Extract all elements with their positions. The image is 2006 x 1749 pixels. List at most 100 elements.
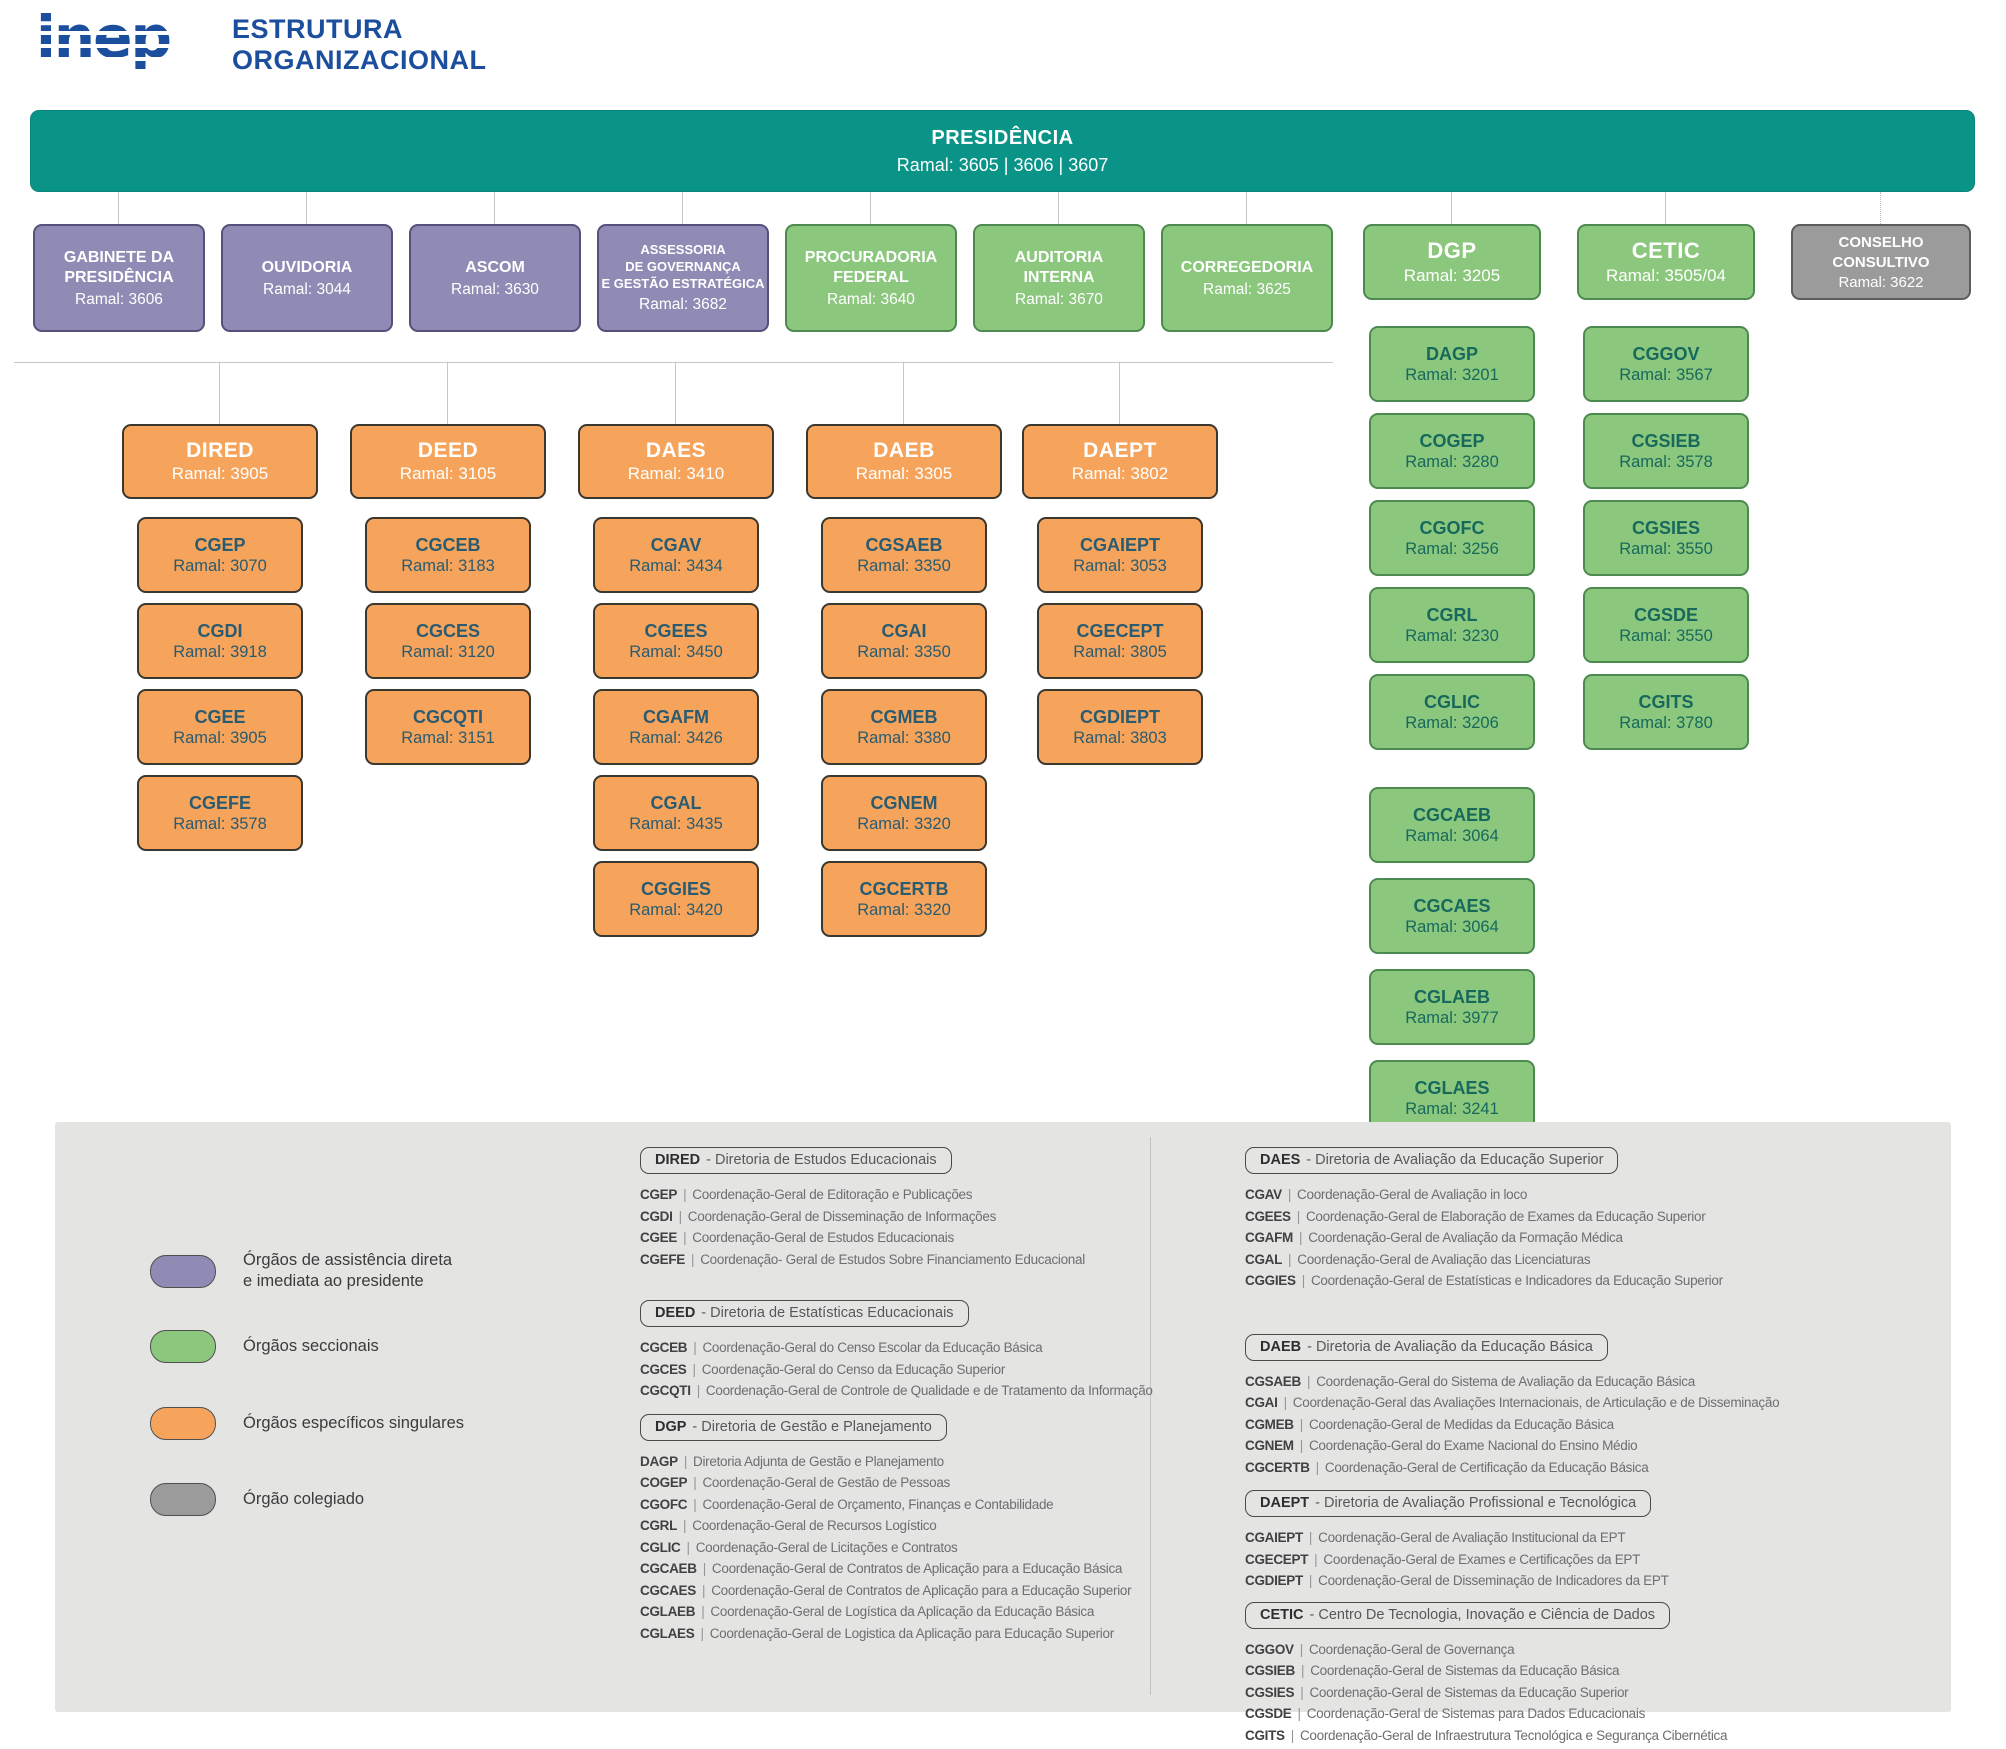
glossary-item: CGSIEB|Coordenação-Geral de Sistemas da … [1245,1660,1925,1682]
org-node-sigla: CGAI [881,620,927,641]
org-node-ouvidoria: OUVIDORIA Ramal: 3044 [221,224,393,332]
org-node-sigla: CGGOV [1632,343,1700,364]
org-node-corregedoria: CORREGEDORIA Ramal: 3625 [1161,224,1333,332]
glossary-item: CGSDE|Coordenação-Geral de Sistemas para… [1245,1703,1925,1725]
org-node-ramal: Ramal: 3640 [827,290,915,308]
org-node-ramal: Ramal: 3426 [629,728,723,747]
org-node-sigla: CGDIEPT [1079,706,1160,727]
glossary-item: CGEES|Coordenação-Geral de Elaboração de… [1245,1206,1925,1228]
connector-rail [14,362,1333,363]
glossary-item-separator: | [693,1496,697,1512]
org-node-ramal: Ramal: 3105 [399,464,497,483]
connector-line [1058,192,1059,224]
logo-stripe [36,44,176,48]
org-node-ramal: Ramal: 3070 [173,556,267,575]
glossary-header-title: - Diretoria de Avaliação Profissional e … [1315,1495,1637,1511]
glossary-item-separator: | [1300,1663,1305,1678]
org-node-ramal: Ramal: 3905 [171,464,269,483]
glossary-item-sigla: CGAV [1245,1187,1282,1202]
org-node: CGGIES Ramal: 3420 [593,861,759,937]
glossary-item-sigla: CGCES [640,1361,687,1377]
connector-line [1665,192,1666,224]
glossary-item-separator: | [683,1230,687,1245]
glossary-item: CGLIC|Coordenação-Geral de Licitações e … [640,1537,1148,1559]
connector-line [1246,192,1247,224]
org-node: CGAL Ramal: 3435 [593,775,759,851]
legend-swatch-purple [150,1254,216,1288]
page-title-line2: ORGANIZACIONAL [232,45,487,75]
glossary-item-sigla: CGAIEPT [1245,1530,1303,1545]
connector-line [675,362,676,424]
glossary-item: CGOFC | Coordenação-Geral de Orçamento, Fi… [640,1494,1148,1516]
glossary-item: CGGOV|Coordenação-Geral de Governança [1245,1639,1925,1661]
glossary-header-title: - Diretoria de Avaliação da Educação Sup… [1306,1152,1604,1168]
glossary-item-sigla: CGAI [1245,1395,1278,1410]
org-node-sigla: CGAL [650,792,702,813]
org-node-ramal: Ramal: 3670 [1015,290,1103,308]
glossary-item-sigla: CGSDE [1245,1706,1292,1721]
org-node-sigla: CGOFC [1419,517,1485,538]
glossary-section-deed: DEED- Diretoria de Estatísticas Educacio… [640,1300,1153,1402]
org-node-ramal: Ramal: 3183 [401,556,495,575]
glossary-item: CGAIEPT|Coordenação-Geral de Avaliação I… [1245,1527,1925,1549]
glossary-item-desc: Coordenação-Geral de Medidas da Educação… [1308,1416,1614,1432]
org-node-ramal: Ramal: 3805 [1073,642,1167,661]
glossary-section-header: CETIC- Centro De Tecnologia, Inovação e … [1245,1601,1671,1629]
glossary-item-desc: Coordenação-Geral de Elaboração de Exame… [1305,1208,1706,1224]
org-node: DAGP Ramal: 3201 [1369,326,1535,402]
legend-swatch-orange [150,1407,216,1440]
glossary-column-2: DAES- Diretoria de Avaliação da Educação… [1245,1147,1925,1746]
glossary-item-desc: Coordenação-Geral de Contratos de Aplica… [711,1582,1132,1598]
org-node: CGGOV Ramal: 3567 [1583,326,1749,402]
glossary-item-sigla: CGCQTI [640,1383,691,1398]
glossary-header-title: - Diretoria de Avaliação da Educação Bás… [1307,1338,1593,1355]
legend-label: Órgãos específicos singulares [243,1414,465,1432]
org-column-daes: DAES Ramal: 3410 CGAV Ramal: 3434 CGEES … [578,424,774,937]
glossary-item-sigla: CGLAES [640,1625,695,1641]
glossary-item: CGRL|Coordenação-Geral de Recursos Logís… [640,1515,1148,1537]
org-node-sigla: CGLAEB [1414,986,1490,1007]
org-node-ramal: Ramal: 3622 [1838,274,1924,292]
org-node: CGEFE Ramal: 3578 [137,775,303,851]
glossary-column-1: DIRED- Diretoria de Estudos Educacionais… [640,1147,1153,1644]
glossary-item-sigla: CGOFC [640,1496,688,1512]
org-node: CGAI Ramal: 3350 [821,603,987,679]
org-node: CGOFC Ramal: 3256 [1369,500,1535,576]
glossary-item-desc: Coordenação-Geral de Orçamento, Finanças… [702,1496,1054,1512]
legend-row: Órgãos específicos singulares [150,1407,464,1440]
org-node-sigla: COGEP [1419,430,1485,451]
org-node-dired: DIRED Ramal: 3905 [122,424,318,499]
glossary-item: CGCAEB|Coordenação-Geral de Contratos de… [640,1558,1148,1580]
glossary-item: CGITS|Coordenação-Geral de Infraestrutur… [1245,1725,1925,1747]
glossary-item-desc: Coordenação-Geral de Sistemas para Dados… [1306,1706,1646,1721]
glossary-item-separator: | [1287,1187,1292,1202]
glossary-item-separator: | [693,1475,697,1490]
org-node-sigla: CGCAES [1413,895,1491,916]
connector-line [870,192,871,224]
glossary-item-desc: Coordenação-Geral de Governança [1308,1641,1515,1657]
glossary-item-separator: | [678,1208,683,1224]
org-node-sigla: PROCURADORIA FEDERAL [804,248,938,286]
glossary-item-desc: Coordenação-Geral de Exames e Certificaç… [1323,1551,1641,1567]
org-column-children: CGCEB Ramal: 3183 CGCES Ramal: 3120 CGCQ… [365,517,531,765]
glossary-item: CGLAEB|Coordenação-Geral de Logística da… [640,1601,1148,1623]
org-node-sigla: CGEFE [188,792,251,813]
legend-row: Órgão colegiado [150,1483,364,1516]
glossary-item-separator: | [1314,1551,1318,1567]
glossary-items: CGAV|Coordenação-Geral de Avaliação in l… [1245,1184,1925,1292]
panel-divider [1150,1137,1151,1695]
org-node-sigla: DAEB [873,439,935,462]
org-node-ramal: Ramal: 3053 [1073,556,1167,575]
org-node: CGAIEPT Ramal: 3053 [1037,517,1203,593]
glossary-item-desc: Coordenação-Geral de Infraestrutura Tecn… [1299,1727,1728,1743]
glossary-item-desc: Coordenação-Geral do Exame Nacional do E… [1308,1438,1638,1453]
glossary-item-separator: | [683,1453,688,1469]
glossary-item-desc: Coordenação-Geral de Disseminação de Ind… [1318,1573,1669,1588]
org-node-sigla: DIRED [186,439,254,462]
org-node-sigla: CGRL [1426,604,1478,625]
glossary-item-desc: Coordenação-Geral de Estatísticas e Indi… [1310,1273,1723,1288]
org-column-children: CGSAEB Ramal: 3350 CGAI Ramal: 3350 CGME… [821,517,987,937]
org-node-cetic: CETIC Ramal: 3505/04 [1577,224,1755,300]
glossary-item-separator: | [692,1361,697,1377]
org-node-ramal: Ramal: 3802 [1071,464,1169,483]
